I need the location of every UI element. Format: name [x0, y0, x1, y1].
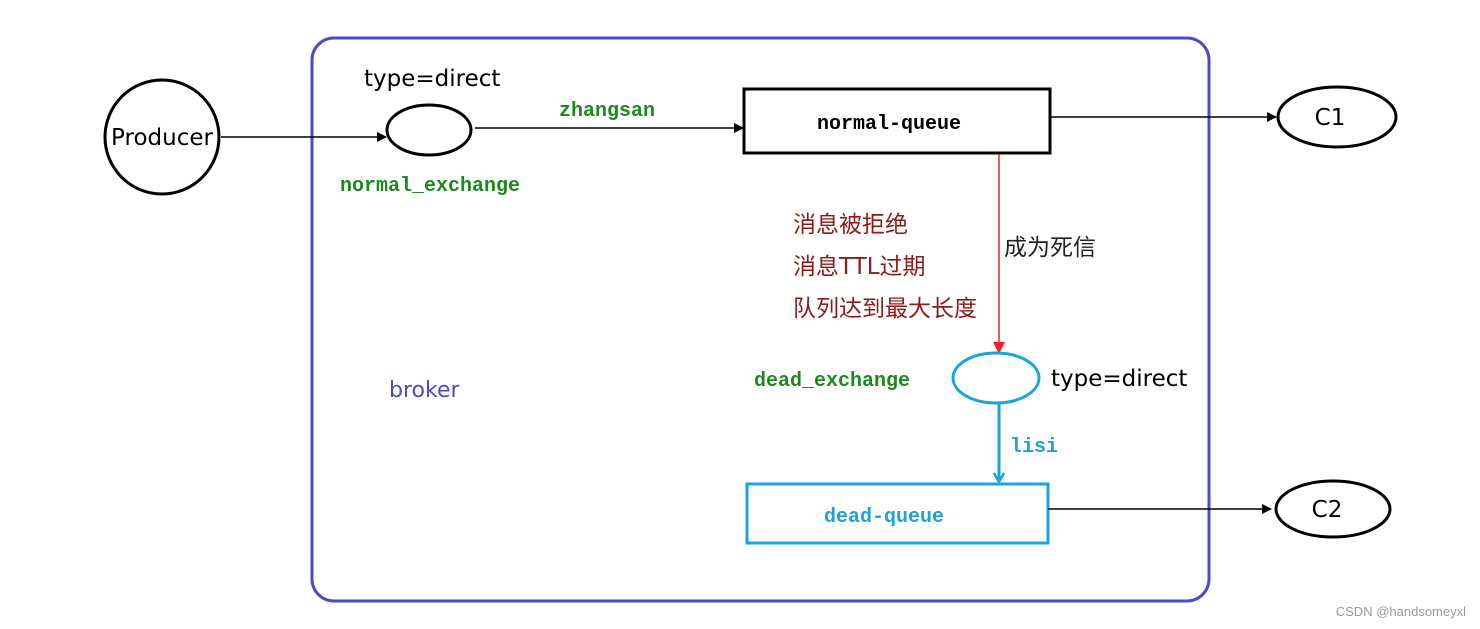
producer-label: Producer [111, 125, 213, 151]
csdn-watermark: CSDN @handsomeyxl [1335, 604, 1466, 619]
routing-key-zhangsan: zhangsan [559, 100, 655, 123]
producer-node[interactable] [103, 78, 221, 196]
normal-exchange-node[interactable] [385, 103, 473, 157]
dead-letter-reason: 消息TTL过期 [793, 254, 926, 280]
normal-exchange-name: normal_exchange [340, 175, 520, 198]
routing-key-lisi: lisi [1010, 436, 1058, 459]
normal-queue-label: normal-queue [817, 113, 961, 136]
normal-queue-box[interactable] [742, 87, 1052, 155]
consumer-c2-label: C2 [1312, 497, 1343, 523]
consumer-c2-node[interactable] [1274, 479, 1392, 539]
broker-box [310, 36, 1211, 603]
normal-exchange-type: type=direct [364, 66, 500, 92]
broker-label: broker [389, 378, 460, 403]
dead-queue-box[interactable] [745, 482, 1050, 545]
consumer-c1-label: C1 [1315, 105, 1346, 131]
dead-letter-reason: 队列达到最大长度 [793, 296, 977, 322]
dead-queue-label: dead-queue [824, 506, 944, 529]
dead-exchange-node[interactable] [951, 351, 1041, 405]
dead-exchange-type: type=direct [1051, 366, 1187, 392]
dead-letter-reason: 消息被拒绝 [793, 212, 908, 238]
dead-letter-edge-label: 成为死信 [1004, 235, 1096, 261]
dead-exchange-name: dead_exchange [754, 370, 910, 393]
consumer-c1-node[interactable] [1276, 85, 1398, 149]
